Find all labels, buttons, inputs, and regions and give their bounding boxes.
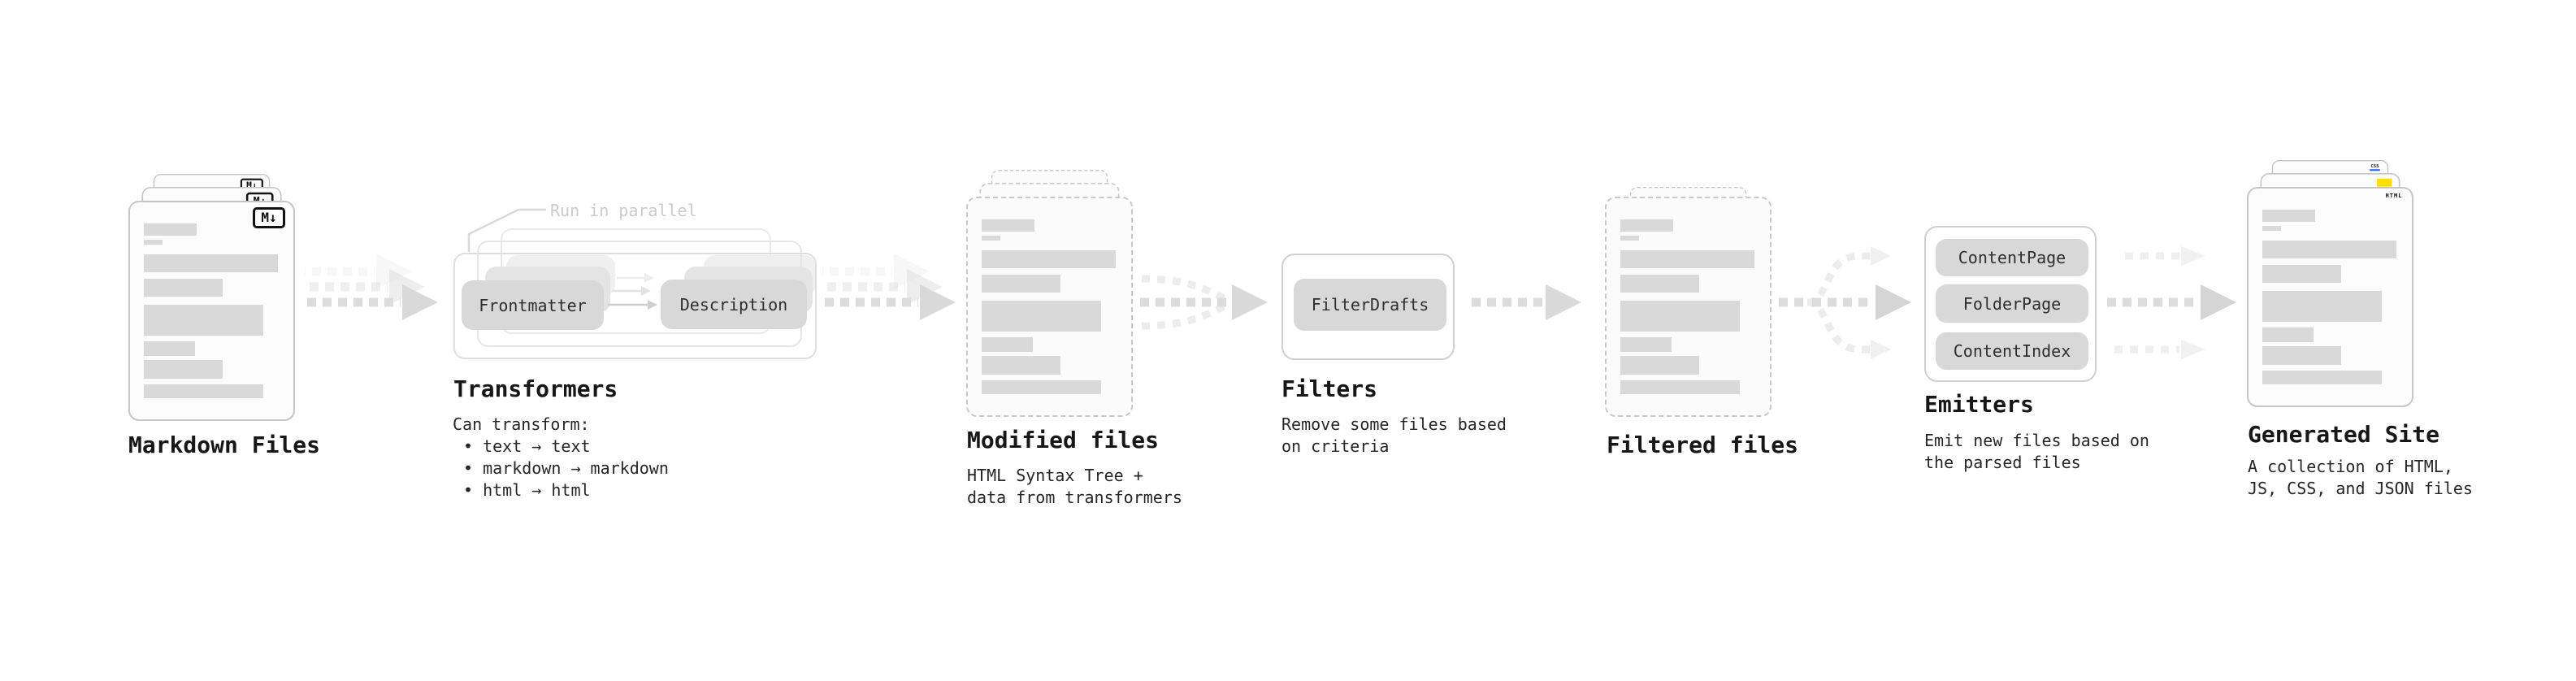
doc-text-placeholder bbox=[982, 219, 1116, 394]
run-in-parallel-note: Run in parallel bbox=[550, 201, 697, 220]
markdown-icon: M↓ bbox=[253, 207, 285, 228]
modified-desc-line: data from transformers bbox=[967, 488, 1182, 507]
arrow-emitters-to-generated bbox=[2107, 246, 2236, 359]
filtered-file-card bbox=[1605, 197, 1772, 417]
arrow-filtered-to-emitters bbox=[1779, 246, 1911, 359]
arrow-modified-to-filters bbox=[1140, 275, 1268, 330]
emitters-description: Emit new files based on the parsed files bbox=[1924, 430, 2149, 474]
filterdrafts-chip: FilterDrafts bbox=[1294, 279, 1446, 331]
emitters-desc-line: the parsed files bbox=[1924, 453, 2081, 472]
filters-description: Remove some files based on criteria bbox=[1281, 414, 1507, 458]
emitters-title: Emitters bbox=[1924, 391, 2034, 418]
doc-text-placeholder bbox=[2262, 210, 2396, 384]
arrow-filters-to-filtered bbox=[1472, 284, 1581, 320]
transformer-inner-arrows bbox=[608, 273, 657, 310]
filters-title: Filters bbox=[1281, 375, 1378, 402]
generated-site-title: Generated Site bbox=[2248, 421, 2440, 448]
markdown-file-card: M↓ bbox=[128, 201, 295, 421]
transformers-desc-heading: Can transform: bbox=[453, 414, 590, 434]
transformers-title: Transformers bbox=[453, 375, 618, 402]
markdown-files-stack: M↓ M↓ M↓ bbox=[128, 174, 295, 421]
doc-text-placeholder bbox=[1620, 219, 1754, 394]
transformers-description: Can transform: • text → text • markdown … bbox=[453, 414, 669, 501]
markdown-files-title: Markdown Files bbox=[128, 432, 321, 458]
filtered-files-stack bbox=[1605, 187, 1772, 417]
contentindex-chip: ContentIndex bbox=[1936, 332, 2088, 370]
contentpage-chip: ContentPage bbox=[1936, 239, 2088, 276]
modified-file-card bbox=[966, 197, 1133, 417]
arrow-transformers-to-modified bbox=[822, 254, 956, 320]
note-connector-line bbox=[467, 208, 546, 252]
filters-desc-line: Remove some files based bbox=[1281, 414, 1507, 434]
html-file-card: HTML 5 bbox=[2247, 187, 2413, 407]
generated-site-description: A collection of HTML, JS, CSS, and JSON … bbox=[2248, 456, 2473, 500]
folderpage-chip: FolderPage bbox=[1936, 284, 2088, 323]
modified-files-description: HTML Syntax Tree + data from transformer… bbox=[967, 465, 1182, 509]
modified-files-stack bbox=[966, 170, 1133, 417]
transform-bullet: • markdown → markdown bbox=[463, 458, 669, 478]
filtered-files-title: Filtered files bbox=[1607, 432, 1799, 458]
generated-desc-line: JS, CSS, and JSON files bbox=[2248, 479, 2473, 498]
generated-desc-line: A collection of HTML, bbox=[2248, 457, 2453, 476]
generated-site-stack: CSS HTML 5 bbox=[2247, 160, 2413, 407]
html5-icon: HTML 5 bbox=[2385, 193, 2403, 217]
emitters-panel: ContentPage FolderPage ContentIndex bbox=[1924, 226, 2097, 382]
transform-bullet: • text → text bbox=[463, 436, 591, 456]
modified-desc-line: HTML Syntax Tree + bbox=[967, 466, 1143, 485]
description-chip: Description bbox=[661, 280, 807, 329]
modified-files-title: Modified files bbox=[967, 427, 1160, 453]
css-icon: CSS bbox=[2369, 163, 2380, 171]
frontmatter-chip: Frontmatter bbox=[462, 280, 604, 330]
javascript-icon bbox=[2377, 178, 2392, 187]
filters-panel: FilterDrafts bbox=[1281, 254, 1455, 360]
arrow-markdown-to-transformers bbox=[305, 254, 438, 320]
transform-bullet: • html → html bbox=[463, 480, 591, 500]
transformer-layer bbox=[453, 253, 817, 359]
emitters-desc-line: Emit new files based on bbox=[1924, 431, 2149, 450]
filters-desc-line: on criteria bbox=[1281, 436, 1390, 456]
doc-text-placeholder bbox=[144, 223, 278, 398]
